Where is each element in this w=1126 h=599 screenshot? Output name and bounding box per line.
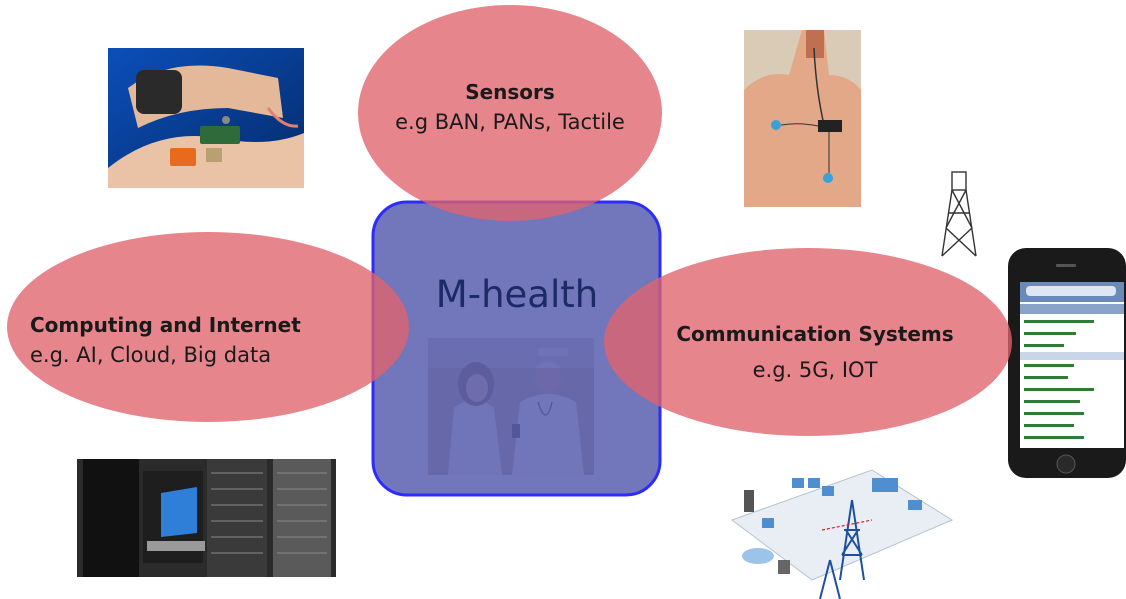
sensors-title: Sensors	[465, 80, 555, 104]
network-diagram-image	[722, 460, 957, 599]
communication-ellipse	[604, 248, 1012, 436]
computing-subtitle: e.g. AI, Cloud, Big data	[30, 343, 272, 367]
computing-label: Computing and Internet e.g. AI, Cloud, B…	[30, 313, 370, 367]
chest-sensor-photo	[744, 30, 861, 207]
communication-title: Communication Systems	[676, 322, 954, 346]
m-health-title: M-health	[435, 273, 599, 316]
communication-label: Communication Systems e.g. 5G, IOT	[650, 322, 980, 382]
sensors-subtitle: e.g BAN, PANs, Tactile	[395, 110, 625, 134]
computing-title: Computing and Internet	[30, 313, 301, 337]
communication-subtitle: e.g. 5G, IOT	[752, 358, 878, 382]
cell-tower-icon	[938, 168, 980, 258]
smartphone-photo	[1006, 246, 1126, 480]
computing-ellipse	[7, 232, 409, 422]
wearable-sensor-photo	[108, 48, 304, 188]
sensors-ellipse	[358, 5, 662, 221]
server-rack-photo	[77, 459, 336, 577]
sensors-label: Sensors e.g BAN, PANs, Tactile	[395, 80, 625, 134]
